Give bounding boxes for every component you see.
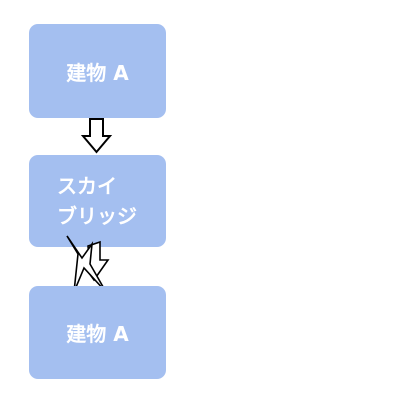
- skybridge-label-line-1: スカイ: [57, 174, 117, 198]
- skybridge-node: スカイ ブリッジ: [29, 155, 166, 247]
- building-a-top-label: 建物 A: [66, 60, 129, 85]
- skybridge-label-line-2: ブリッジ: [57, 204, 137, 228]
- down-arrow-icon: [80, 118, 113, 154]
- building-a-top-node: 建物 A: [29, 24, 166, 118]
- building-a-bottom-node: 建物 A: [29, 286, 166, 379]
- building-a-bottom-label: 建物 A: [66, 322, 129, 346]
